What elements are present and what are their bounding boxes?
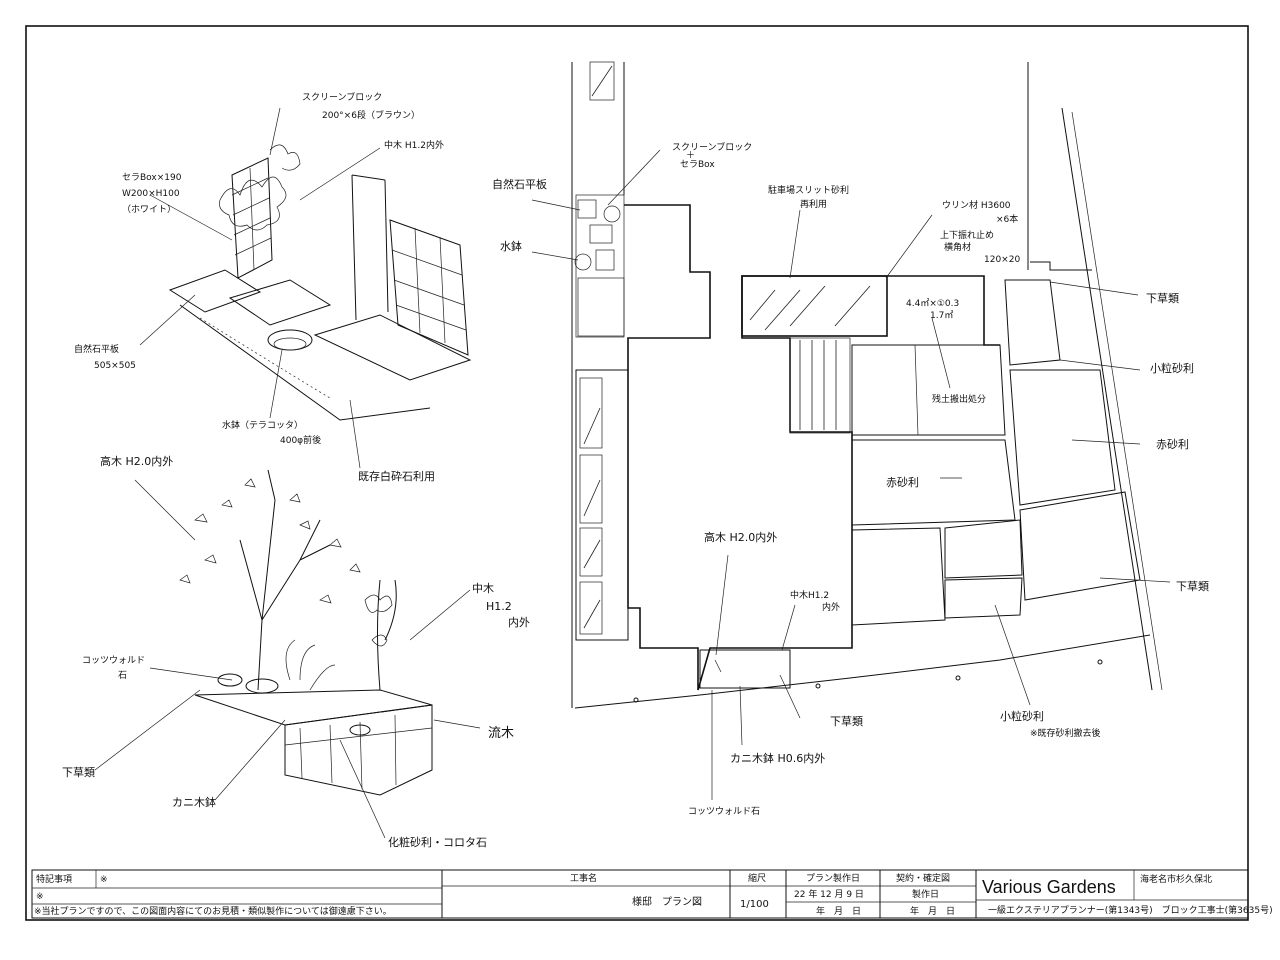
label-plan-water-bowl: 水鉢 bbox=[500, 239, 522, 253]
label-parking-slit-2: 再利用 bbox=[800, 198, 827, 210]
label-parking-slit-1: 駐車場スリット砂利 bbox=[768, 184, 849, 196]
label-area-2: 1.7㎥ bbox=[930, 310, 953, 321]
drawing-border bbox=[25, 25, 1249, 921]
label-mid-tree-iso: 中木 H1.2内外 bbox=[384, 139, 444, 151]
label-ground-cover-iso: 下草類 bbox=[62, 766, 95, 779]
label-plan-screen-block: スクリーンブロック bbox=[672, 141, 752, 153]
label-plan-plus: ＋ bbox=[686, 150, 695, 161]
label-plan-natural-stone: 自然石平板 bbox=[492, 177, 547, 191]
tb-confirmed-label: 契約・確定図 bbox=[896, 872, 950, 884]
label-urin-1: ウリン材 H3600 bbox=[942, 199, 1011, 211]
tb-made-label: 製作日 bbox=[912, 888, 939, 900]
tb-plan-date-blank: 年 月 日 bbox=[816, 905, 861, 917]
label-gravel-iso: 化粧砂利・コロタ石 bbox=[388, 835, 487, 849]
tb-plan-date-label: プラン製作日 bbox=[806, 872, 860, 884]
label-screen-block: スクリーンブロック bbox=[302, 91, 382, 103]
label-cera-box-1: セラBox×190 bbox=[122, 172, 182, 183]
tb-disclaimer: ※当社プランですので、この図面内容にてのお見積・類似製作については御遠慮下さい。 bbox=[34, 905, 392, 917]
label-plan-existing-gravel-note: ※既存砂利撤去後 bbox=[1030, 727, 1101, 739]
label-water-bowl-size: 400φ前後 bbox=[280, 434, 321, 446]
label-plan-cera-box: セラBox bbox=[680, 159, 715, 170]
label-plan-small-gravel-bottom: 小粒砂利 bbox=[1000, 709, 1044, 723]
tb-project-value: 様邸 プラン図 bbox=[632, 895, 702, 908]
label-plan-mid-tree-2: 内外 bbox=[822, 601, 840, 613]
isometric-sketch-entrance bbox=[139, 107, 472, 469]
title-block bbox=[31, 869, 1249, 919]
label-urin-3: 上下振れ止め bbox=[940, 229, 994, 241]
label-mid-tree-iso-b2: H1.2 bbox=[486, 600, 512, 613]
tb-company-name: Various Gardens bbox=[982, 877, 1116, 897]
label-driftwood: 流木 bbox=[488, 726, 514, 741]
label-soil-disposal: 残土搬出処分 bbox=[932, 393, 986, 405]
tb-scale-label: 縮尺 bbox=[748, 872, 766, 884]
label-urin-4: 横角材 bbox=[944, 241, 971, 253]
tb-made-blank: 年 月 日 bbox=[910, 905, 955, 917]
tb-project-label: 工事名 bbox=[570, 872, 597, 884]
label-cera-box-3: （ホワイト） bbox=[122, 204, 176, 215]
tb-scale-value: 1/100 bbox=[740, 899, 769, 910]
tb-address: 海老名市杉久保北 bbox=[1140, 873, 1212, 885]
label-existing-gravel: 既存白砕石利用 bbox=[358, 469, 435, 483]
label-plan-mid-tree-1: 中木H1.2 bbox=[790, 589, 829, 601]
tb-licenses: 一級エクステリアプランナー(第1343号) ブロック工事士(第3635号) bbox=[988, 904, 1273, 916]
label-plan-ground-cover-bottom: 下草類 bbox=[830, 715, 863, 728]
label-water-bowl-iso: 水鉢（テラコッタ） bbox=[222, 419, 303, 431]
label-small-gravel-right: 小粒砂利 bbox=[1150, 361, 1194, 375]
label-urin-2: ×6本 bbox=[996, 213, 1018, 225]
label-natural-stone-size: 505×505 bbox=[94, 361, 136, 371]
label-plan-kanimochi: カニ木鉢 H0.6内外 bbox=[730, 751, 825, 765]
label-natural-stone-iso: 自然石平板 bbox=[74, 343, 119, 355]
label-screen-block-spec: 200°×6段（ブラウン） bbox=[322, 109, 420, 121]
tb-special-notes-label: 特記事項 bbox=[36, 873, 72, 885]
label-ground-cover-lower-right: 下草類 bbox=[1176, 580, 1209, 593]
label-red-gravel-right: 赤砂利 bbox=[1156, 438, 1189, 451]
tb-plan-date-value: 22 年 12 月 9 日 bbox=[794, 888, 864, 900]
tb-notes-row2-mark: ※ bbox=[36, 892, 44, 902]
label-ground-cover-right: 下草類 bbox=[1146, 292, 1179, 305]
label-cotswold-1: コッツウォルド bbox=[82, 655, 145, 666]
label-area-1: 4.4㎡×①0.3 bbox=[906, 298, 959, 309]
label-urin-5: 120×20 bbox=[984, 255, 1020, 265]
label-mid-tree-iso-b1: 中木 bbox=[472, 582, 494, 595]
isometric-sketch-planter bbox=[94, 469, 481, 839]
tb-special-notes-mark: ※ bbox=[100, 875, 108, 885]
label-mid-tree-iso-b3: 内外 bbox=[508, 615, 530, 629]
label-tall-tree-iso: 高木 H2.0内外 bbox=[100, 454, 173, 468]
plan-view bbox=[531, 61, 1171, 800]
label-cotswold-2: 石 bbox=[118, 671, 127, 681]
label-cera-box-2: W200×H100 bbox=[122, 189, 180, 199]
label-kanimochi-iso: カニ木鉢 bbox=[172, 795, 216, 809]
label-plan-tall-tree: 高木 H2.0内外 bbox=[704, 530, 777, 544]
label-plan-cotswold: コッツウォルド石 bbox=[688, 806, 760, 817]
label-red-gravel-center: 赤砂利 bbox=[886, 476, 919, 489]
